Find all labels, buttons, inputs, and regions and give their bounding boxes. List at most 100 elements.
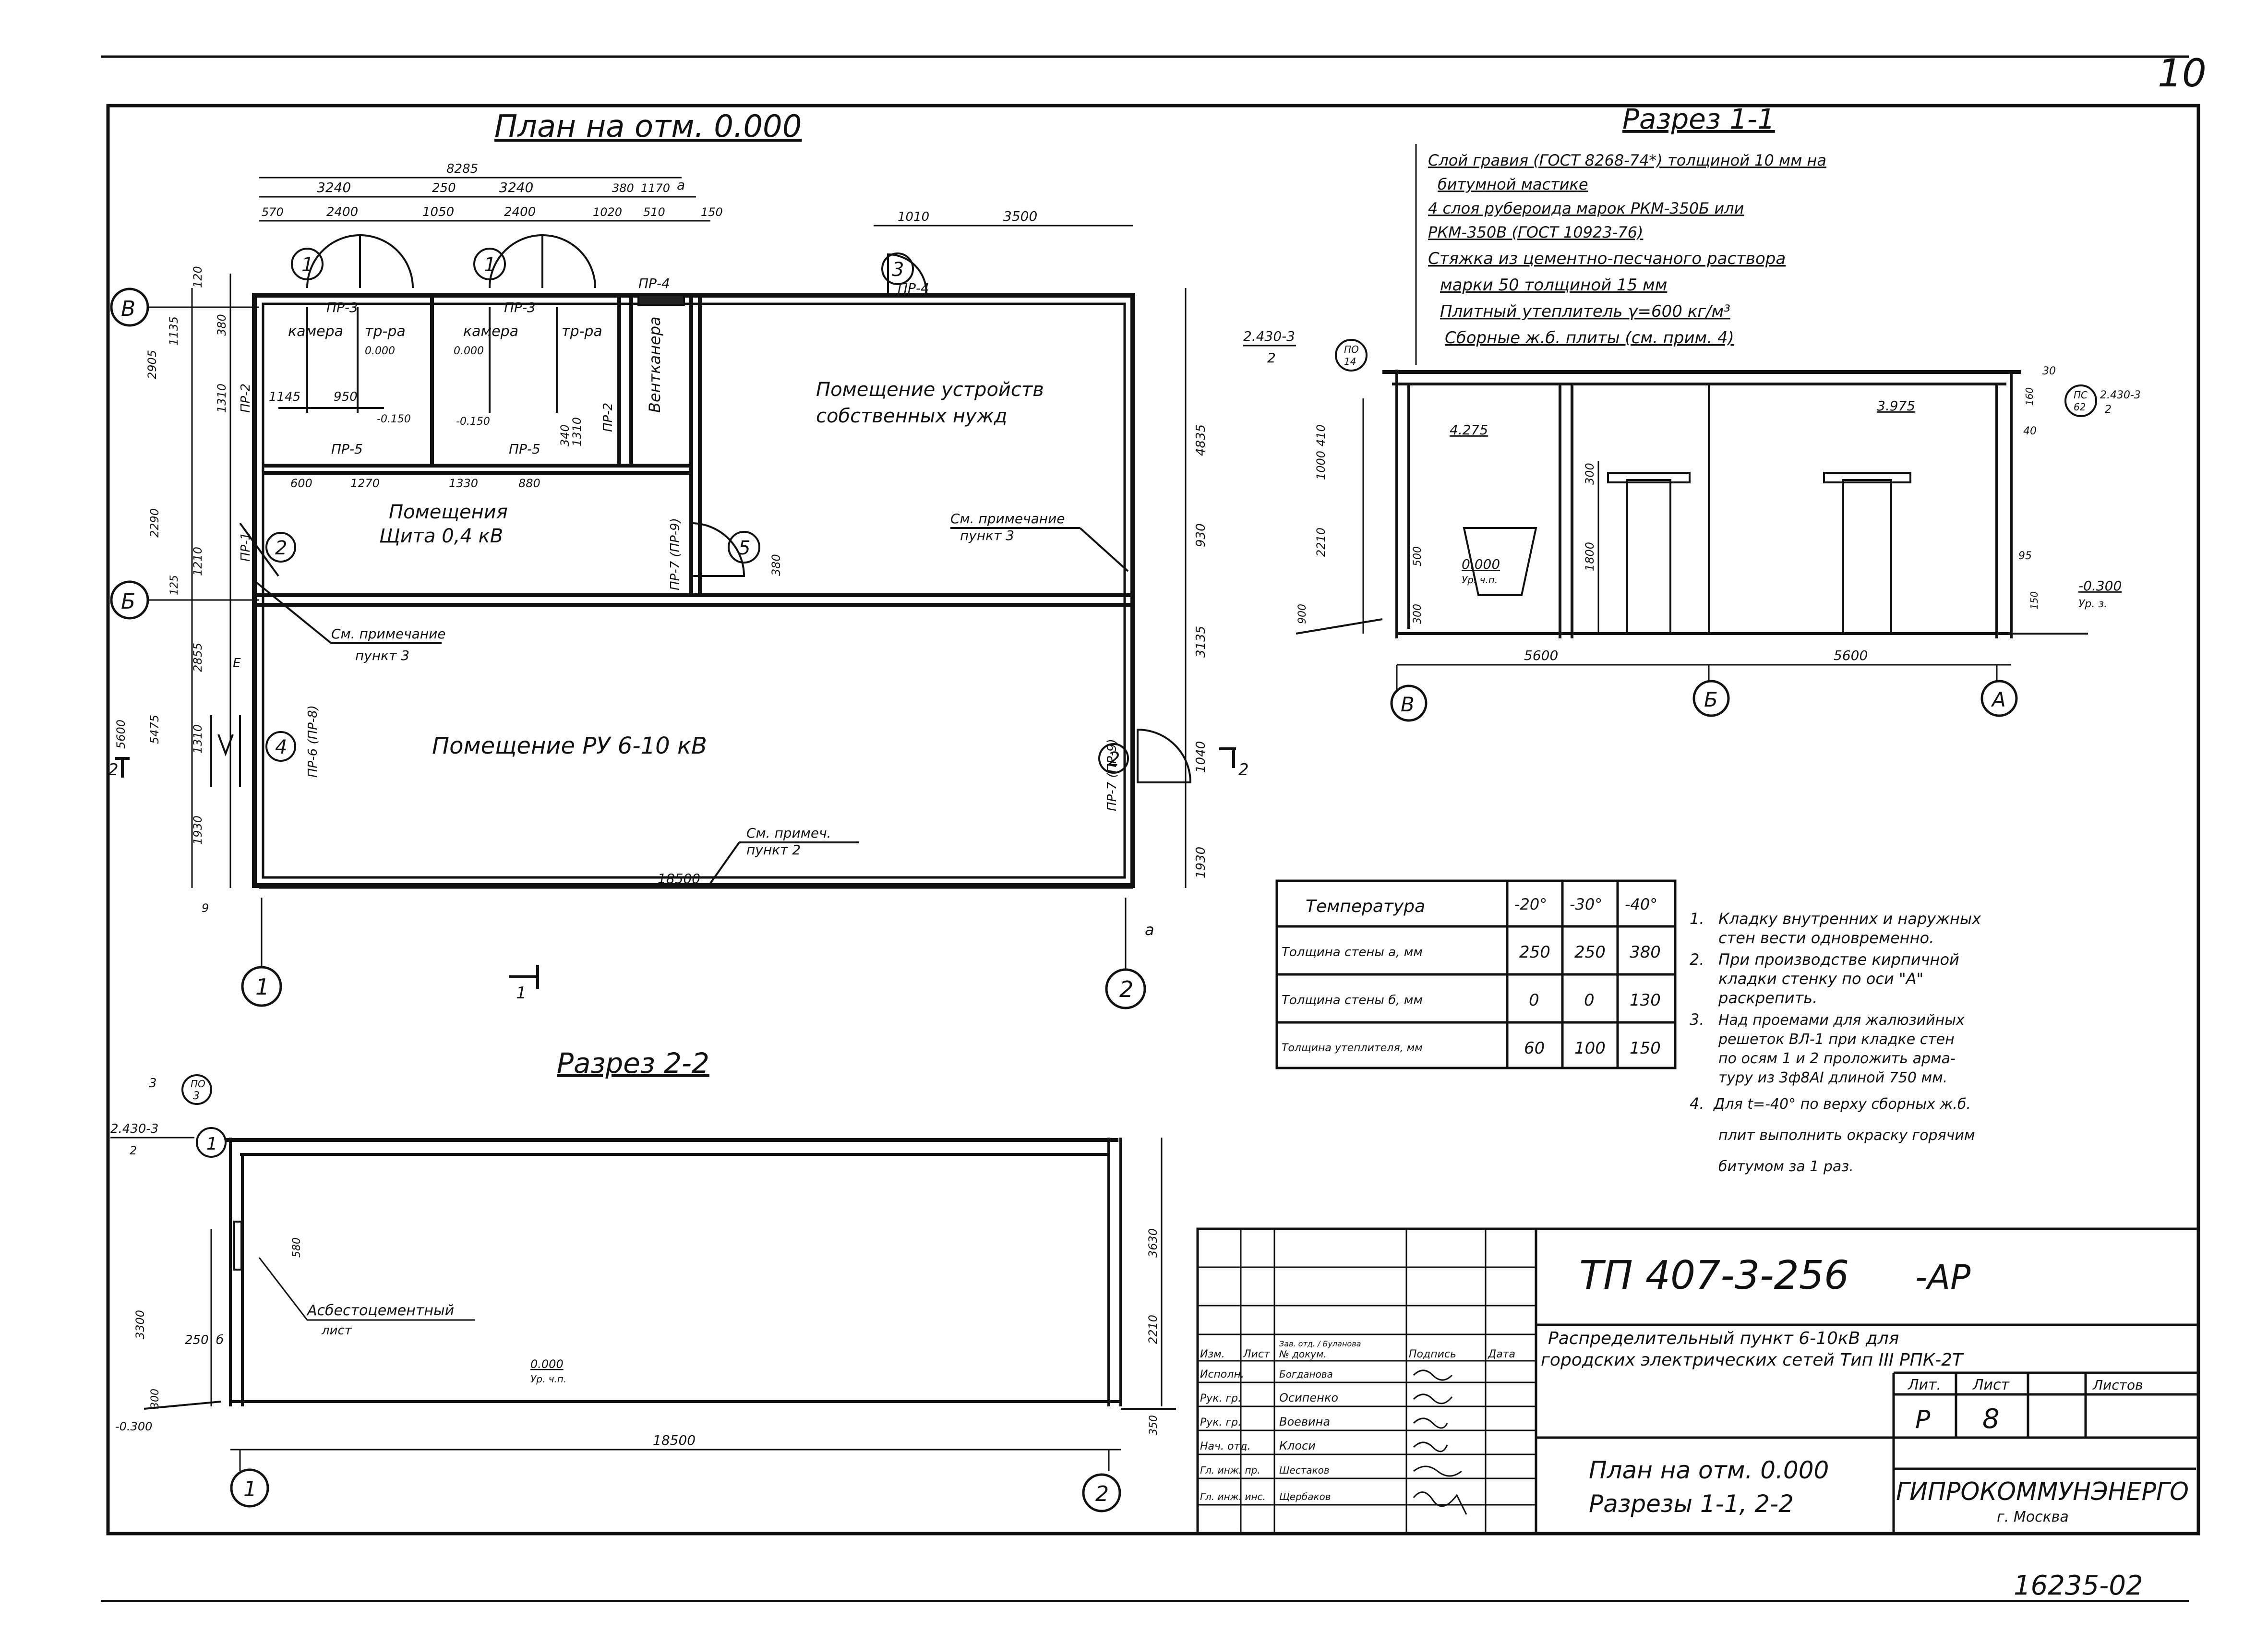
tb-desc2: городских электрических сетей Тип III РП…	[1541, 1350, 1964, 1370]
tb-sig-5	[1413, 1491, 1467, 1515]
dim-1145: 1145	[269, 390, 300, 404]
dim-right-4835: 4835	[1194, 424, 1208, 456]
s11-lintel-left	[1607, 472, 1691, 483]
tb-sig-4	[1413, 1465, 1462, 1477]
label-chamber-2: камера	[463, 323, 518, 340]
tag-pr1a: ПР-1	[239, 532, 253, 562]
s11-dim-500: 500	[1412, 546, 1424, 566]
dim-left-380: 380	[215, 314, 228, 336]
door-swing-2a	[489, 234, 543, 288]
s22-ref-code2: 2.430-3	[110, 1122, 158, 1136]
s11-ref-left-circle	[1335, 339, 1368, 372]
dim-8285: 8285	[446, 162, 478, 176]
dim-570: 570	[262, 205, 284, 219]
layer-2: битумной мастике	[1438, 175, 1588, 193]
s11-dim-40: 40	[2023, 425, 2037, 437]
tb-person-3: Клоси	[1279, 1439, 1316, 1452]
dim-380-mid: 380	[769, 554, 783, 576]
layer-6: марки 50 толщиной 15 мм	[1440, 276, 1667, 295]
tb-role-4: Гл. инж. пр.	[1200, 1464, 1260, 1476]
tb-signatures	[1413, 1369, 1467, 1515]
note2-line2: кладки стенку по оси "А"	[1718, 970, 1923, 988]
dim-left-2905: 2905	[145, 350, 159, 379]
s11-axis-v-label: В	[1401, 693, 1415, 716]
temp-header-0: Температура	[1306, 897, 1425, 916]
dim-left-5475: 5475	[148, 715, 161, 744]
tb-role-3: Нач. отд.	[1200, 1440, 1251, 1452]
layer-4: РКМ-350В (ГОСТ 10923-76)	[1428, 223, 1643, 241]
section-2-2: Разрез 2-2 3 ПО 3 2.430-3 2 1 Асбестоцем…	[110, 1047, 1176, 1512]
tb-top-names: Зав. отд. / Буланова	[1279, 1339, 1361, 1348]
s22-axis-2-label: 2	[1095, 1482, 1109, 1506]
s22-dim-3300: 3300	[133, 1310, 147, 1339]
dim-1330: 1330	[449, 477, 478, 490]
section-mark-1: 1	[516, 984, 527, 1003]
s22-dim-300: 300	[149, 1389, 161, 1409]
note2-num: 2.	[1690, 950, 1704, 969]
tb-sig-1	[1413, 1393, 1453, 1404]
temp-r1-c1: 0	[1529, 991, 1539, 1010]
tag-pr5b: ПР-5	[509, 441, 540, 457]
note4-line2: плит выполнить окраску горячим	[1718, 1127, 1975, 1144]
door-mark-4-circle	[265, 731, 296, 762]
dim-left-5600: 5600	[114, 720, 128, 749]
page-number: 10	[2158, 51, 2207, 96]
tb-desc1: Распределительный пункт 6-10кВ для	[1548, 1329, 1899, 1348]
s22-ref-circle2-label: 1	[206, 1134, 217, 1154]
door-left-ru	[210, 715, 241, 787]
dim-250: 250	[432, 181, 456, 195]
note3-num: 3.	[1690, 1010, 1704, 1029]
section-mark-2a: 2	[108, 760, 119, 780]
s11-dim-5600a: 5600	[1524, 648, 1558, 663]
tb-col-date: Дата	[1488, 1348, 1515, 1360]
s11-dim-300b: 300	[1412, 604, 1424, 624]
temp-header-2: -30°	[1570, 895, 1602, 913]
dim-right-1040: 1040	[1194, 741, 1208, 773]
note3-line3: по осям 1 и 2 проложить арма-	[1718, 1050, 1956, 1067]
mark-0000a: 0.000	[365, 345, 395, 357]
tag-pr6: ПР-6 (ПР-8)	[306, 705, 320, 778]
dim-left-125: 125	[168, 575, 180, 595]
s11-dim-150: 150	[2028, 591, 2040, 610]
axis-b-label: Б	[121, 589, 135, 614]
s11-ref-right-code: 2.430-3	[2100, 389, 2141, 401]
temp-r1-c0: Толщина стены б, мм	[1282, 993, 1423, 1008]
dim-right-a: а	[1145, 921, 1154, 939]
note1-line1: Кладку внутренних и наружных	[1718, 910, 1981, 928]
label-transformer-2: тр-ра	[562, 323, 602, 340]
dim-1270: 1270	[350, 477, 380, 490]
s11-dim-160: 160	[2024, 387, 2035, 406]
s22-dim-250: 250	[185, 1333, 209, 1347]
tb-col-list: Лист	[1243, 1348, 1271, 1360]
tb-border	[1196, 1227, 2200, 1535]
tag-pr4b: ПР-4	[898, 280, 929, 296]
section-1-1: Разрез 1-1 Слой гравия (ГОСТ 8268-74*) т…	[1243, 103, 2141, 722]
label-vent: Вентканера	[646, 316, 664, 413]
door-mark-2-circle	[265, 532, 296, 563]
tb-drawing2: Разрезы 1-1, 2-2	[1589, 1490, 1794, 1518]
door-mark-2: 2	[275, 537, 287, 559]
s11-ref-right-num: 2	[2105, 404, 2112, 416]
s11-mark-0300u: Ур. з.	[2078, 598, 2107, 610]
note2-line1: При производстве кирпичной	[1718, 950, 1959, 969]
dim-left-1135: 1135	[167, 316, 180, 346]
s22-dim-2210: 2210	[1146, 1315, 1160, 1344]
dim-510: 510	[643, 205, 665, 219]
note-n1b: пункт 3	[960, 528, 1014, 543]
s22-mark-0000: 0.000	[530, 1357, 564, 1371]
note1-num: 1.	[1690, 910, 1704, 928]
layer-7: Плитный утеплитель γ=600 кг/м³	[1440, 302, 1730, 321]
s11-dim-410: 410	[1314, 424, 1328, 446]
dim-left-2855: 2855	[191, 643, 204, 672]
dim-2400b: 2400	[504, 205, 536, 219]
tb-sig-2	[1413, 1417, 1448, 1429]
temperature-table: Температура -20° -30° -40° Толщина стены…	[1275, 879, 1677, 1069]
plan-outer-wall	[252, 293, 1135, 888]
dim-left-120: 120	[191, 266, 204, 288]
tag-pr5a: ПР-5	[331, 441, 363, 457]
tag-pr2b: ПР-2	[601, 403, 615, 432]
s11-dim-30: 30	[2042, 365, 2056, 377]
door-mark-3: 3	[892, 259, 904, 281]
tb-person-2: Воевина	[1279, 1415, 1330, 1428]
